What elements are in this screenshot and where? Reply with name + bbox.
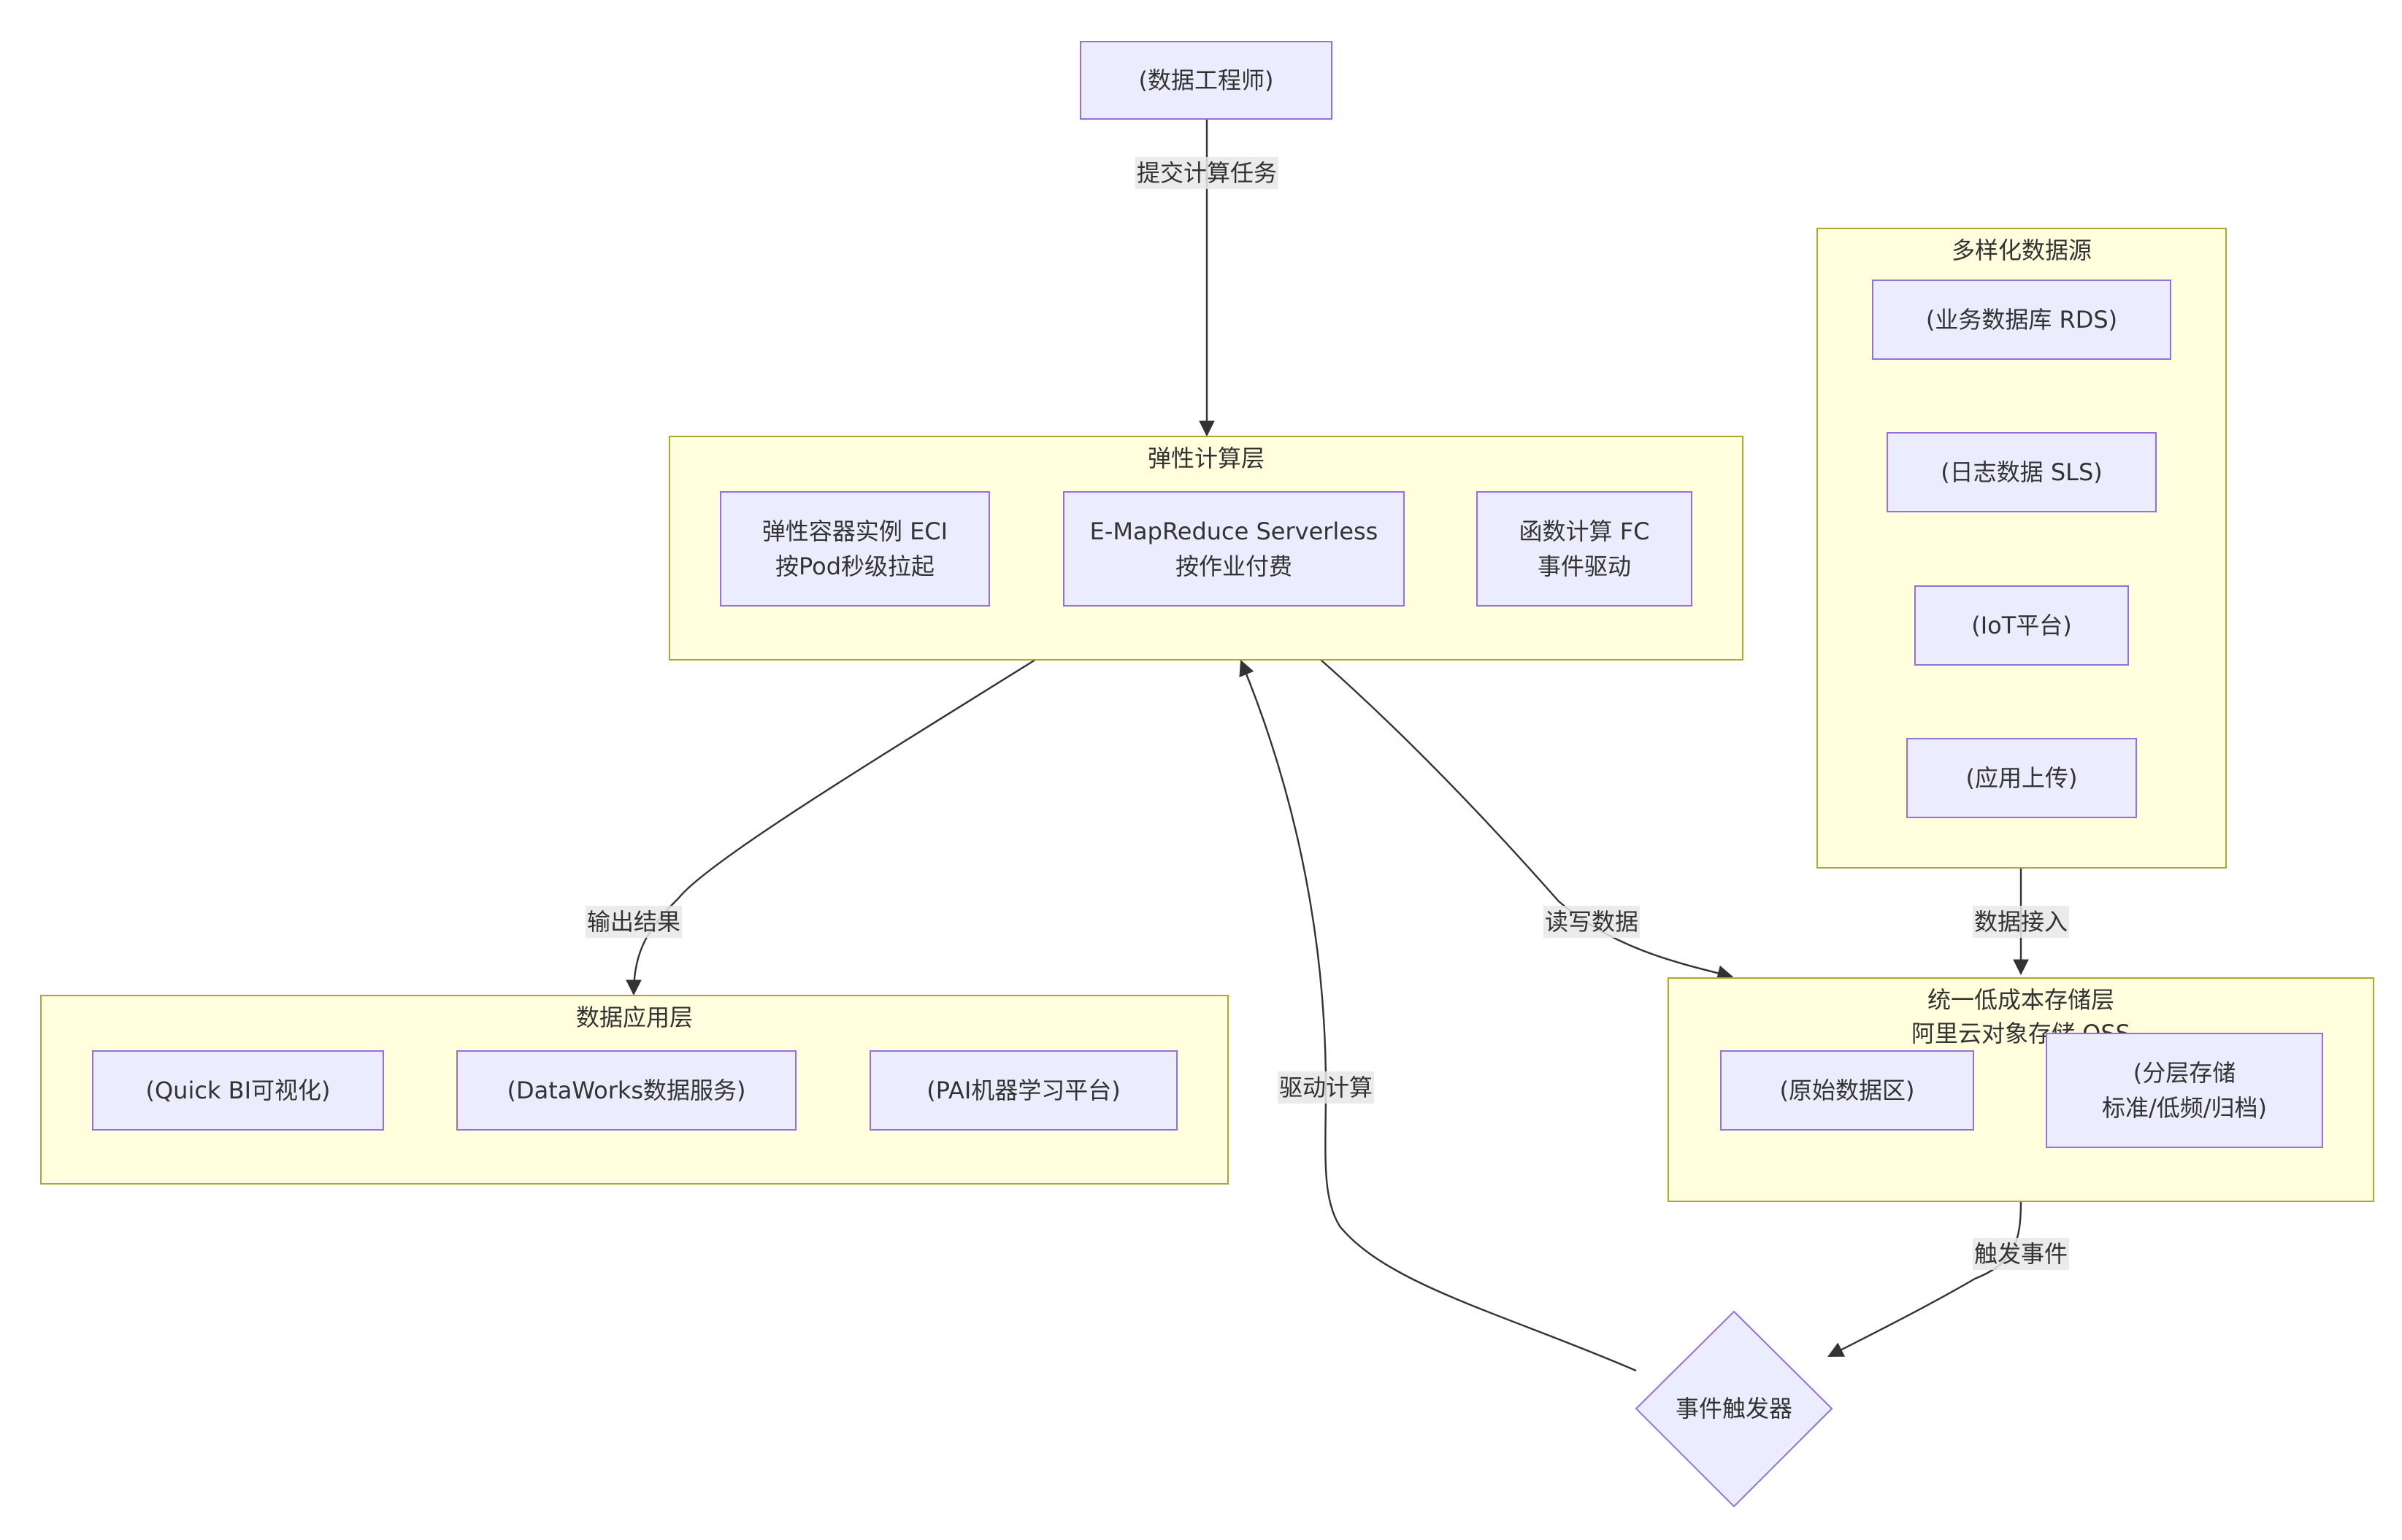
node-quickbi[interactable]: (Quick BI可视化) — [92, 1050, 384, 1131]
cluster-compute-title: 弹性计算层 — [1147, 444, 1265, 472]
edge-readwrite — [1320, 659, 1734, 981]
edge-label-readwrite: 读写数据 — [1543, 906, 1641, 938]
edge-trigger — [1827, 1201, 2022, 1358]
node-rds[interactable]: (业务数据库 RDS) — [1872, 280, 2171, 360]
edge-label-trigger: 触发事件 — [1972, 1238, 2070, 1270]
node-pai[interactable]: (PAI机器学习平台) — [870, 1050, 1178, 1131]
node-fc[interactable]: 函数计算 FC 事件驱动 — [1476, 491, 1692, 607]
node-app-upload[interactable]: (应用上传) — [1906, 738, 2137, 818]
node-emr[interactable]: E-MapReduce Serverless 按作业付费 — [1063, 491, 1405, 607]
node-eci[interactable]: 弹性容器实例 ECI 按Pod秒级拉起 — [720, 491, 990, 607]
node-raw-zone[interactable]: (原始数据区) — [1720, 1050, 1974, 1131]
node-event-trigger-shape[interactable] — [1635, 1310, 1833, 1508]
edge-label-ingest: 数据接入 — [1972, 906, 2070, 938]
node-tiered-storage[interactable]: (分层存储 标准/低频/归档) — [2046, 1033, 2323, 1148]
edge-label-drive: 驱动计算 — [1277, 1071, 1375, 1104]
edge-output — [626, 658, 1036, 996]
cluster-sources-title: 多样化数据源 — [1951, 236, 2092, 264]
cluster-application-title: 数据应用层 — [575, 1004, 693, 1031]
node-engineer[interactable]: (数据工程师) — [1080, 41, 1332, 120]
node-iot[interactable]: (IoT平台) — [1914, 585, 2129, 666]
node-event-trigger-label: 事件触发器 — [1675, 1395, 1793, 1422]
edge-drive — [1239, 660, 1637, 1372]
node-dataworks[interactable]: (DataWorks数据服务) — [456, 1050, 797, 1131]
edge-label-output: 输出结果 — [585, 906, 683, 938]
edge-label-submit: 提交计算任务 — [1135, 157, 1279, 189]
node-sls[interactable]: (日志数据 SLS) — [1887, 432, 2157, 512]
